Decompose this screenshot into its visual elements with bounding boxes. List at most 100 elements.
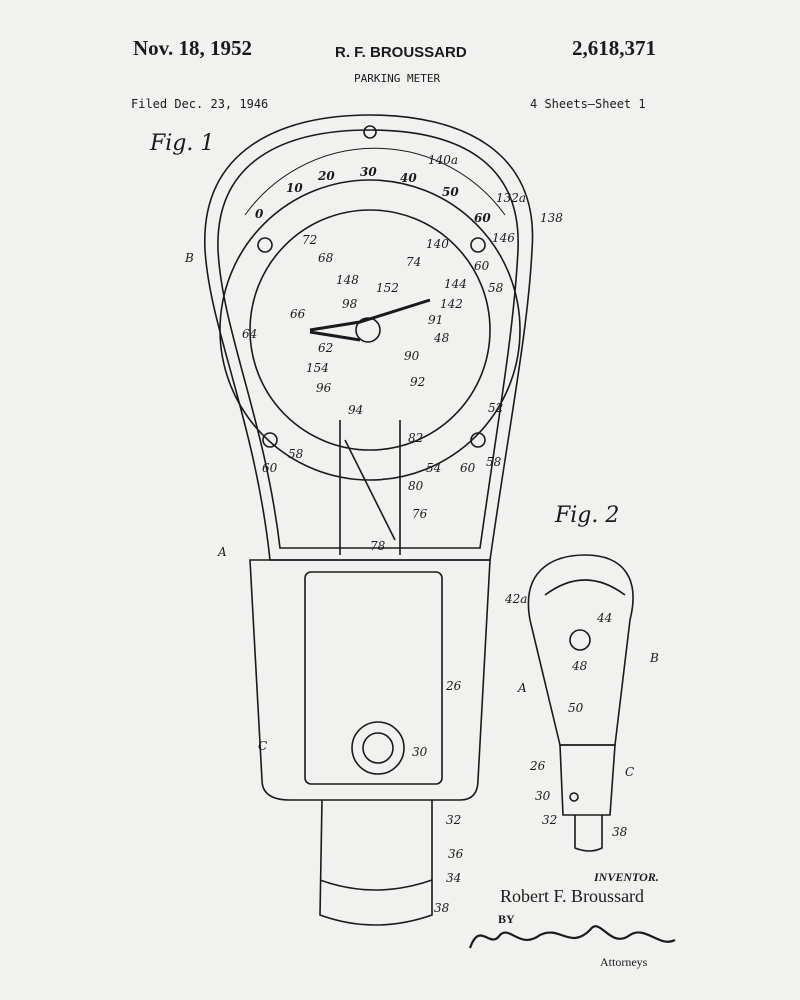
- inventor-header: R. F. BROUSSARD: [335, 44, 467, 61]
- ref-label: 44: [596, 611, 612, 625]
- dial-number: 50: [442, 185, 459, 199]
- ref-label: 26: [445, 679, 462, 693]
- fig2-parking-meter: [527, 554, 634, 852]
- ref-label: 58: [288, 447, 304, 461]
- fig1-reference-labels: B 72 68 148 74 152 140a 132a 138 146 140…: [184, 153, 563, 915]
- ref-label: 34: [446, 871, 461, 885]
- ref-label: 94: [348, 403, 363, 417]
- ref-label: 138: [540, 211, 563, 225]
- ref-label: 64: [242, 327, 257, 341]
- ref-label: B: [184, 251, 194, 265]
- ref-label: 140: [426, 237, 449, 251]
- pointer-hub: [355, 317, 381, 343]
- coin-chute: [339, 420, 401, 555]
- meter-head-outline: [204, 114, 534, 561]
- fig1-parking-meter: [204, 114, 534, 926]
- coin-box-door: [304, 571, 443, 785]
- fig2-label: Fig. 2: [554, 503, 619, 528]
- lock-keyhole: [362, 732, 394, 764]
- patent-title: PARKING METER: [354, 72, 441, 85]
- ref-label: 142: [440, 297, 463, 311]
- sheet-count: 4 Sheets—Sheet 1: [530, 97, 646, 111]
- inventor-label: INVENTOR.: [594, 870, 659, 884]
- ref-label: 58: [486, 455, 502, 469]
- screw-b: [257, 237, 273, 253]
- ref-label: 32: [542, 813, 557, 827]
- fig1-label: Fig. 1: [149, 131, 214, 156]
- ref-label: A: [517, 681, 527, 695]
- ref-label: 60: [262, 461, 278, 475]
- ref-label: 72: [302, 233, 317, 247]
- ref-label: 66: [290, 307, 306, 321]
- dial-number: 0: [255, 207, 264, 221]
- ref-label: 91: [428, 313, 443, 327]
- by-label: BY: [498, 912, 515, 926]
- fig2-post: [574, 815, 603, 852]
- fig2-dial: [544, 579, 626, 596]
- ref-label: 132a: [496, 191, 526, 205]
- dial-number: 60: [474, 211, 491, 225]
- fig2-reference-labels: 42a 44 48 B A 50 26 C 30 32 38: [504, 592, 659, 839]
- patent-number: 2,618,371: [572, 36, 656, 60]
- attorneys-label: Attorneys: [600, 955, 648, 969]
- ref-label: C: [258, 739, 267, 753]
- pointer-hand: [309, 298, 431, 342]
- ref-label: 68: [318, 251, 334, 265]
- dial-scale: [244, 147, 506, 216]
- ref-label: 74: [406, 255, 421, 269]
- top-screw: [363, 125, 377, 139]
- ref-label: 36: [448, 847, 464, 861]
- lock-cylinder: [351, 721, 405, 775]
- ref-label: 78: [370, 539, 386, 553]
- dial-numbers: 0 10 20 30 40 50 60: [255, 165, 491, 225]
- inventor-name: Robert F. Broussard: [500, 886, 645, 906]
- ref-label: 82: [408, 431, 423, 445]
- ref-label: 54: [426, 461, 441, 475]
- ref-label: 96: [316, 381, 332, 395]
- dial-number: 40: [400, 171, 417, 185]
- ref-label: 32: [446, 813, 461, 827]
- ref-label: 144: [444, 277, 467, 291]
- ref-label: A: [217, 545, 227, 559]
- ref-label: 92: [410, 375, 425, 389]
- dial-ring: [219, 179, 521, 481]
- ref-label: 48: [433, 331, 450, 345]
- screw-60-left: [262, 432, 278, 448]
- ref-label: 30: [412, 745, 428, 759]
- ref-label: 146: [492, 231, 515, 245]
- ref-label: 80: [408, 479, 424, 493]
- fig2-lock: [569, 792, 579, 802]
- ref-label: 152: [376, 281, 399, 295]
- ref-label: C: [625, 765, 634, 779]
- ref-label: 58: [488, 281, 504, 295]
- ref-label: 50: [568, 701, 584, 715]
- ref-label: 154: [306, 361, 329, 375]
- dial-number: 10: [286, 181, 303, 195]
- attorney-signature: [468, 925, 676, 949]
- screw-60-right: [470, 432, 486, 448]
- ref-label: 38: [434, 901, 450, 915]
- filed-date: Filed Dec. 23, 1946: [131, 97, 269, 111]
- fig2-body: [559, 744, 616, 816]
- screw-58-right: [470, 237, 486, 253]
- ref-label: 148: [336, 273, 359, 287]
- ref-label: 140a: [428, 153, 458, 167]
- fig2-head: [527, 554, 634, 746]
- ref-label: 48: [571, 659, 588, 673]
- fig2-knob: [569, 629, 591, 651]
- ref-label: 30: [535, 789, 551, 803]
- ref-label: 42a: [504, 592, 527, 606]
- dial-number: 30: [360, 165, 377, 179]
- post-column: [319, 799, 433, 926]
- ref-label: 60: [460, 461, 476, 475]
- ref-label: 26: [529, 759, 546, 773]
- lower-housing: [249, 559, 491, 801]
- ref-label: 98: [342, 297, 358, 311]
- ref-label: B: [649, 651, 659, 665]
- ref-label: 38: [612, 825, 628, 839]
- ref-label: 76: [412, 507, 428, 521]
- dial-number: 20: [317, 169, 335, 183]
- ref-label: 62: [318, 341, 333, 355]
- ref-label: 60: [474, 259, 490, 273]
